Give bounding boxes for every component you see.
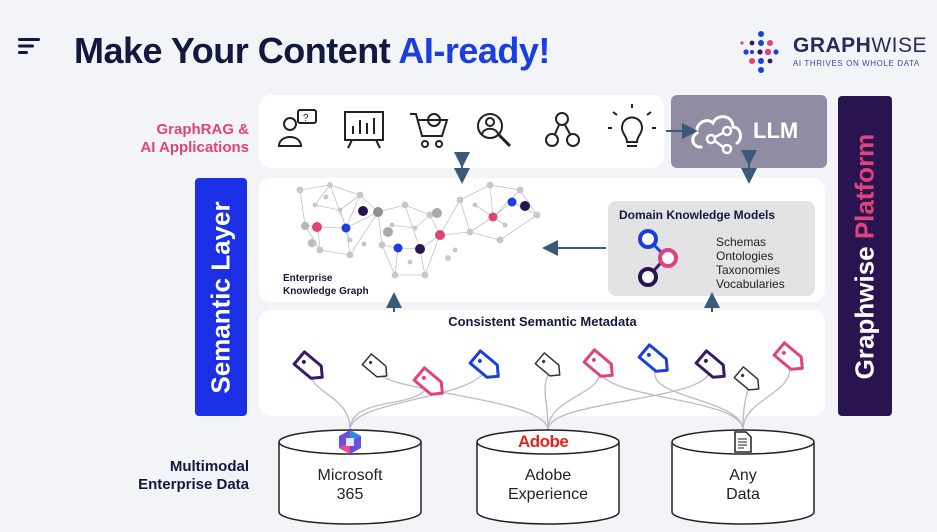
domain-model-item: Taxonomies [716, 263, 781, 277]
user-question-icon: ? [277, 109, 317, 147]
domain-models-list: Schemas Ontologies Taxonomies Vocabulari… [716, 235, 785, 291]
tag-icon [361, 353, 388, 378]
metadata-title: Consistent Semantic Metadata [448, 314, 637, 329]
title-main: Make Your Content [74, 30, 399, 71]
graphrag-label: GraphRAG & AI Applications [140, 121, 249, 156]
tag-icon [772, 341, 804, 371]
domain-model-item: Vocabularies [716, 277, 785, 291]
graphwise-logo: GRAPHWISE AI THRIVES ON WHOLE DATA [738, 30, 933, 75]
database-icon [476, 429, 620, 525]
source-any-data: Any Data [670, 428, 816, 526]
tag-icon [733, 366, 760, 391]
tag-icon [292, 350, 324, 380]
tag-icon [534, 352, 561, 377]
team-network-icon [545, 112, 580, 147]
brand-name-b: WISE [871, 34, 928, 57]
domain-models-title: Domain Knowledge Models [619, 208, 776, 222]
source-label: Adobe Experience [507, 467, 589, 503]
metadata-connector-lines [309, 367, 791, 431]
document-icon [734, 431, 752, 453]
semantic-layer-bar: Semantic Layer [195, 178, 247, 416]
brand-name-a: GRAPH [793, 34, 872, 57]
cart-icon [410, 113, 449, 148]
user-search-icon [477, 113, 512, 148]
svg-text:?: ? [303, 113, 309, 124]
title-highlight: AI-ready! [398, 30, 550, 71]
graphwise-mark-icon [740, 31, 779, 73]
tag-icon [468, 349, 500, 379]
brand-name: GRAPHWISE [793, 34, 927, 58]
source-label: Any Data [726, 467, 760, 503]
source-label: Microsoft 365 [317, 467, 383, 503]
brand-tagline: AI THRIVES ON WHOLE DATA [793, 59, 920, 68]
domain-model-item: Schemas [716, 235, 767, 249]
page-title: Make Your Content AI-ready! [74, 30, 550, 72]
database-icon [278, 429, 422, 525]
domain-model-item: Ontologies [716, 249, 774, 263]
menu-icon[interactable] [18, 38, 42, 54]
platform-bar: Graphwise Platform [838, 96, 892, 416]
source-microsoft-365: Microsoft 365 [277, 428, 423, 526]
knowledge-graph-label: Enterprise Knowledge Graph [283, 273, 369, 297]
tag-icon [412, 366, 444, 396]
tag-icon [694, 349, 726, 379]
knowledge-graph-network [296, 181, 541, 279]
lightbulb-icon [608, 104, 656, 147]
tag-icon [637, 343, 669, 373]
domain-models-box: Domain Knowledge Models Schemas Ontologi… [608, 201, 815, 296]
adobe-logo: Adobe [518, 432, 569, 451]
presentation-chart-icon [344, 111, 384, 149]
multimodal-label: Multimodal Enterprise Data [138, 458, 249, 493]
llm-label: LLM [753, 118, 799, 143]
ontology-chain-icon [638, 229, 678, 287]
tag-icon [582, 348, 614, 378]
microsoft-365-logo [339, 430, 361, 454]
source-adobe-experience: Adobe Adobe Experience [475, 428, 621, 526]
